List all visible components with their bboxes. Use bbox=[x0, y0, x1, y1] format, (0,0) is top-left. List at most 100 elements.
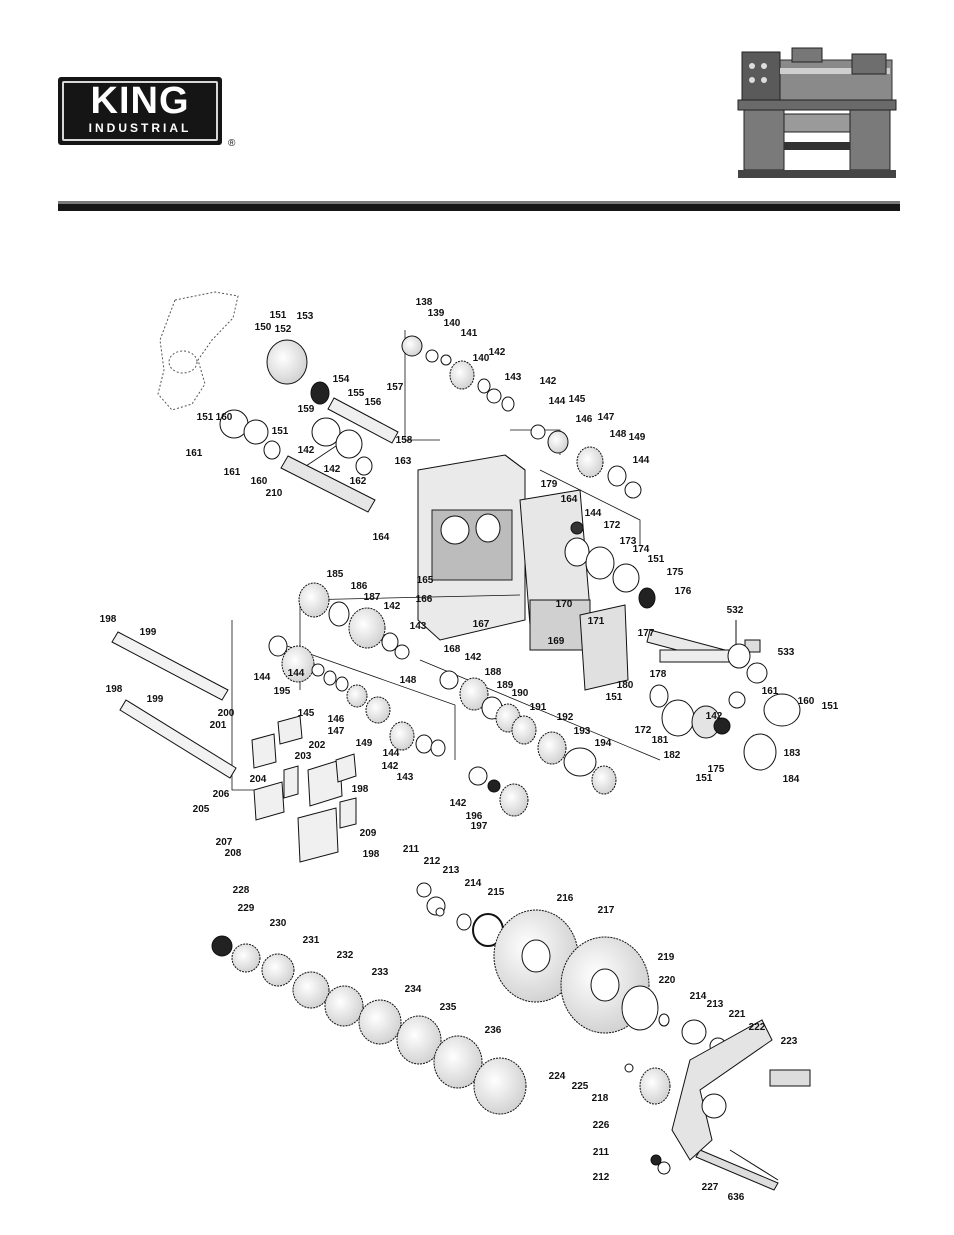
part-label: 190 bbox=[512, 688, 529, 699]
part-label: 138 bbox=[416, 297, 433, 308]
part-label: 142 bbox=[298, 445, 315, 456]
part-label: 186 bbox=[351, 581, 368, 592]
part-label: 151 bbox=[270, 310, 287, 321]
part-label: 181 bbox=[652, 735, 669, 746]
part-label: 215 bbox=[488, 887, 505, 898]
part-label: 153 bbox=[297, 311, 314, 322]
part-label: 155 bbox=[348, 388, 365, 399]
part-label: 143 bbox=[505, 372, 522, 383]
part-label: 224 bbox=[549, 1071, 566, 1082]
part-label: 169 bbox=[548, 636, 565, 647]
part-label: 184 bbox=[783, 774, 800, 785]
part-label: 142 bbox=[324, 464, 341, 475]
part-label: 142 bbox=[489, 347, 506, 358]
part-label: 212 bbox=[593, 1172, 610, 1183]
part-label: 164 bbox=[373, 532, 390, 543]
part-label: 175 bbox=[667, 567, 684, 578]
part-label: 142 bbox=[465, 652, 482, 663]
part-label: 151 bbox=[696, 773, 713, 784]
part-label: 146 bbox=[576, 414, 593, 425]
part-label: 206 bbox=[213, 789, 230, 800]
part-label: 142 bbox=[450, 798, 467, 809]
part-label: 214 bbox=[465, 878, 482, 889]
part-label: 148 bbox=[610, 429, 627, 440]
part-label: 142 bbox=[382, 761, 399, 772]
part-label: 226 bbox=[593, 1120, 610, 1131]
part-label: 157 bbox=[387, 382, 404, 393]
part-label: 144 bbox=[585, 508, 602, 519]
part-label: 139 bbox=[428, 308, 445, 319]
part-label: 140 bbox=[444, 318, 461, 329]
part-label: 229 bbox=[238, 903, 255, 914]
part-label: 178 bbox=[650, 669, 667, 680]
part-label: 162 bbox=[350, 476, 367, 487]
part-label: 151 bbox=[606, 692, 623, 703]
part-label: 160 bbox=[798, 696, 815, 707]
part-label: 211 bbox=[403, 844, 420, 855]
part-label: 192 bbox=[557, 712, 574, 723]
part-label: 173 bbox=[620, 536, 637, 547]
part-label: 225 bbox=[572, 1081, 589, 1092]
part-label: 172 bbox=[635, 725, 652, 736]
part-label: 533 bbox=[778, 647, 795, 658]
part-label: 196 bbox=[466, 811, 483, 822]
part-label: 176 bbox=[675, 586, 692, 597]
part-label: 199 bbox=[147, 694, 164, 705]
part-label: 150 bbox=[255, 322, 272, 333]
part-label: 149 bbox=[629, 432, 646, 443]
part-label: 212 bbox=[424, 856, 441, 867]
part-label: 144 bbox=[549, 396, 566, 407]
part-label: 175 bbox=[708, 764, 725, 775]
part-label: 142 bbox=[384, 601, 401, 612]
part-label: 214 bbox=[690, 991, 707, 1002]
part-label: 218 bbox=[592, 1093, 609, 1104]
part-label: 236 bbox=[485, 1025, 502, 1036]
part-label: 174 bbox=[633, 544, 650, 555]
part-label: 200 bbox=[218, 708, 235, 719]
part-label: 199 bbox=[140, 627, 157, 638]
part-label: 164 bbox=[561, 494, 578, 505]
part-label: 156 bbox=[365, 397, 382, 408]
part-label: 231 bbox=[303, 935, 320, 946]
part-label: 211 bbox=[593, 1147, 610, 1158]
part-label: 209 bbox=[360, 828, 377, 839]
part-label: 151 bbox=[272, 426, 289, 437]
king-industrial-logo: KING INDUSTRIAL bbox=[58, 77, 222, 145]
part-label: 221 bbox=[729, 1009, 746, 1020]
part-label: 217 bbox=[598, 905, 615, 916]
part-label: 161 bbox=[224, 467, 241, 478]
part-label: 167 bbox=[473, 619, 490, 630]
part-label: 233 bbox=[372, 967, 389, 978]
part-label: 198 bbox=[363, 849, 380, 860]
part-label: 158 bbox=[396, 435, 413, 446]
part-label: 195 bbox=[274, 686, 291, 697]
part-label: 187 bbox=[364, 592, 381, 603]
part-label: 223 bbox=[781, 1036, 798, 1047]
part-label: 147 bbox=[598, 412, 615, 423]
part-label: 161 bbox=[762, 686, 779, 697]
part-label: 143 bbox=[397, 772, 414, 783]
part-label: 213 bbox=[707, 999, 724, 1010]
part-label: 222 bbox=[749, 1022, 766, 1033]
part-label: 232 bbox=[337, 950, 354, 961]
part-label: 182 bbox=[664, 750, 681, 761]
part-label: 163 bbox=[395, 456, 412, 467]
part-label: 213 bbox=[443, 865, 460, 876]
part-label: 166 bbox=[416, 594, 433, 605]
part-label: 194 bbox=[595, 738, 612, 749]
part-label: 140 bbox=[473, 353, 490, 364]
part-label: 183 bbox=[784, 748, 801, 759]
part-label: 205 bbox=[193, 804, 210, 815]
part-label: 198 bbox=[100, 614, 117, 625]
part-label: 216 bbox=[557, 893, 574, 904]
registered-mark: ® bbox=[228, 138, 236, 149]
part-label: 230 bbox=[270, 918, 287, 929]
part-label: 188 bbox=[485, 667, 502, 678]
part-label: 144 bbox=[254, 672, 271, 683]
gear-parts bbox=[219, 335, 801, 817]
part-label: 228 bbox=[233, 885, 250, 896]
part-label: 219 bbox=[658, 952, 675, 963]
part-label: 161 bbox=[186, 448, 203, 459]
part-label: 152 bbox=[275, 324, 292, 335]
